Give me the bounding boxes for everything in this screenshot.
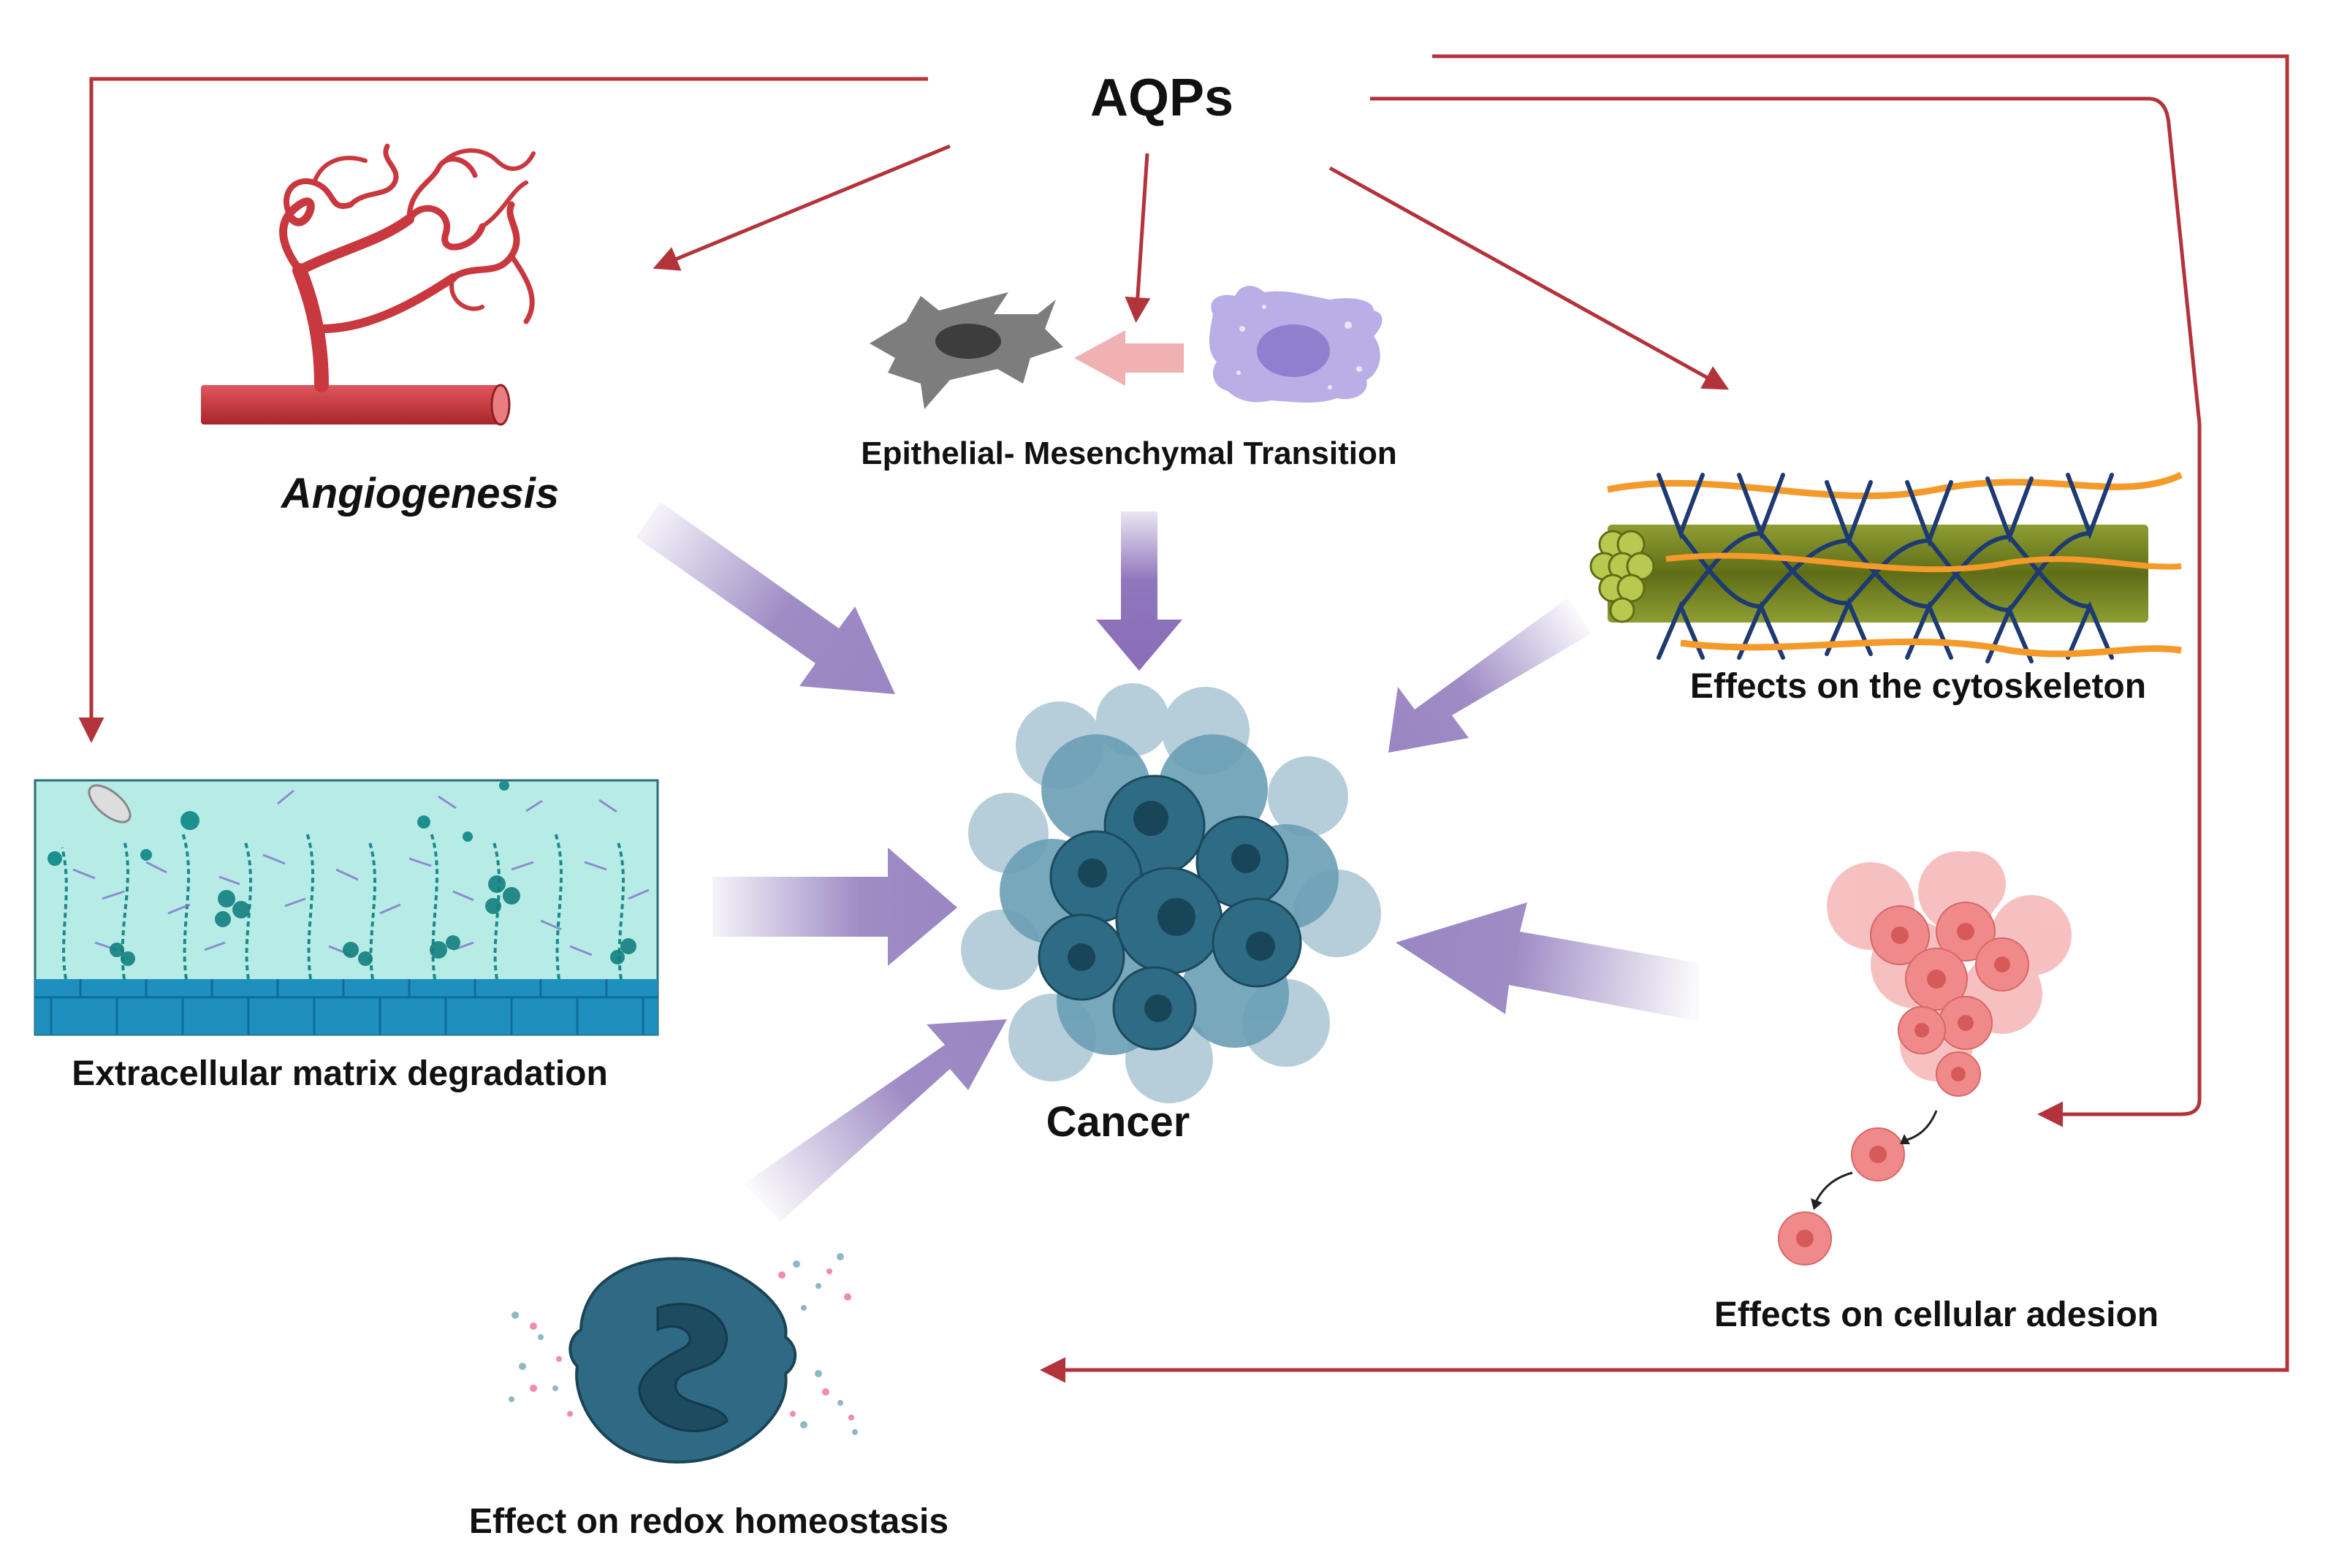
scissors-icon (88, 784, 132, 823)
arrow-aqp-to-emt (1125, 153, 1151, 323)
blood-vessel-icon (201, 143, 536, 426)
arrow-aqp-to-redox (1040, 54, 2289, 1383)
arrow-adhesion-to-cancer (1396, 902, 1699, 1021)
red-arrows (78, 54, 2289, 1383)
ecm-label: Extracellular matrix degradation (72, 1054, 608, 1093)
arrow-ecm-to-cancer (712, 848, 957, 966)
tumor-cluster-icon (961, 683, 1381, 1103)
epithelial-cell-icon (1209, 286, 1383, 403)
arrow-emt-to-cancer (1096, 511, 1182, 671)
arrow-cytoskeleton-to-cancer (1388, 598, 1592, 753)
angiogenesis-label: Angiogenesis (280, 470, 559, 517)
arrow-angiogenesis-to-cancer (636, 502, 895, 694)
emt-label: Epithelial- Mesenchymal Transition (861, 435, 1397, 471)
arrow-aqp-to-angiogenesis (653, 144, 951, 271)
redox-label: Effect on redox homeostasis (469, 1502, 948, 1541)
mesenchymal-cell-icon (870, 292, 1063, 409)
cell-cluster-icon (1778, 851, 2072, 1266)
purple-arrows (636, 502, 1699, 1222)
arrow-redox-to-cancer (744, 1019, 1007, 1222)
arrow-aqp-to-adhesion (1370, 96, 2202, 1127)
neutrophil-icon (509, 1253, 858, 1464)
arrow-aqp-to-ecm (78, 77, 928, 743)
arrow-aqp-to-cytoskeleton (1328, 166, 1730, 390)
cytoskeleton-fiber-icon (1589, 471, 2183, 663)
emt-pink-arrow (1074, 330, 1184, 386)
cytoskeleton-label: Effects on the cytoskeleton (1690, 667, 2146, 706)
aqps-title: AQPs (1090, 69, 1233, 127)
cancer-label: Cancer (1046, 1098, 1190, 1146)
extracellular-matrix-icon (34, 779, 659, 1036)
adhesion-label: Effects on cellular adesion (1714, 1295, 2159, 1334)
